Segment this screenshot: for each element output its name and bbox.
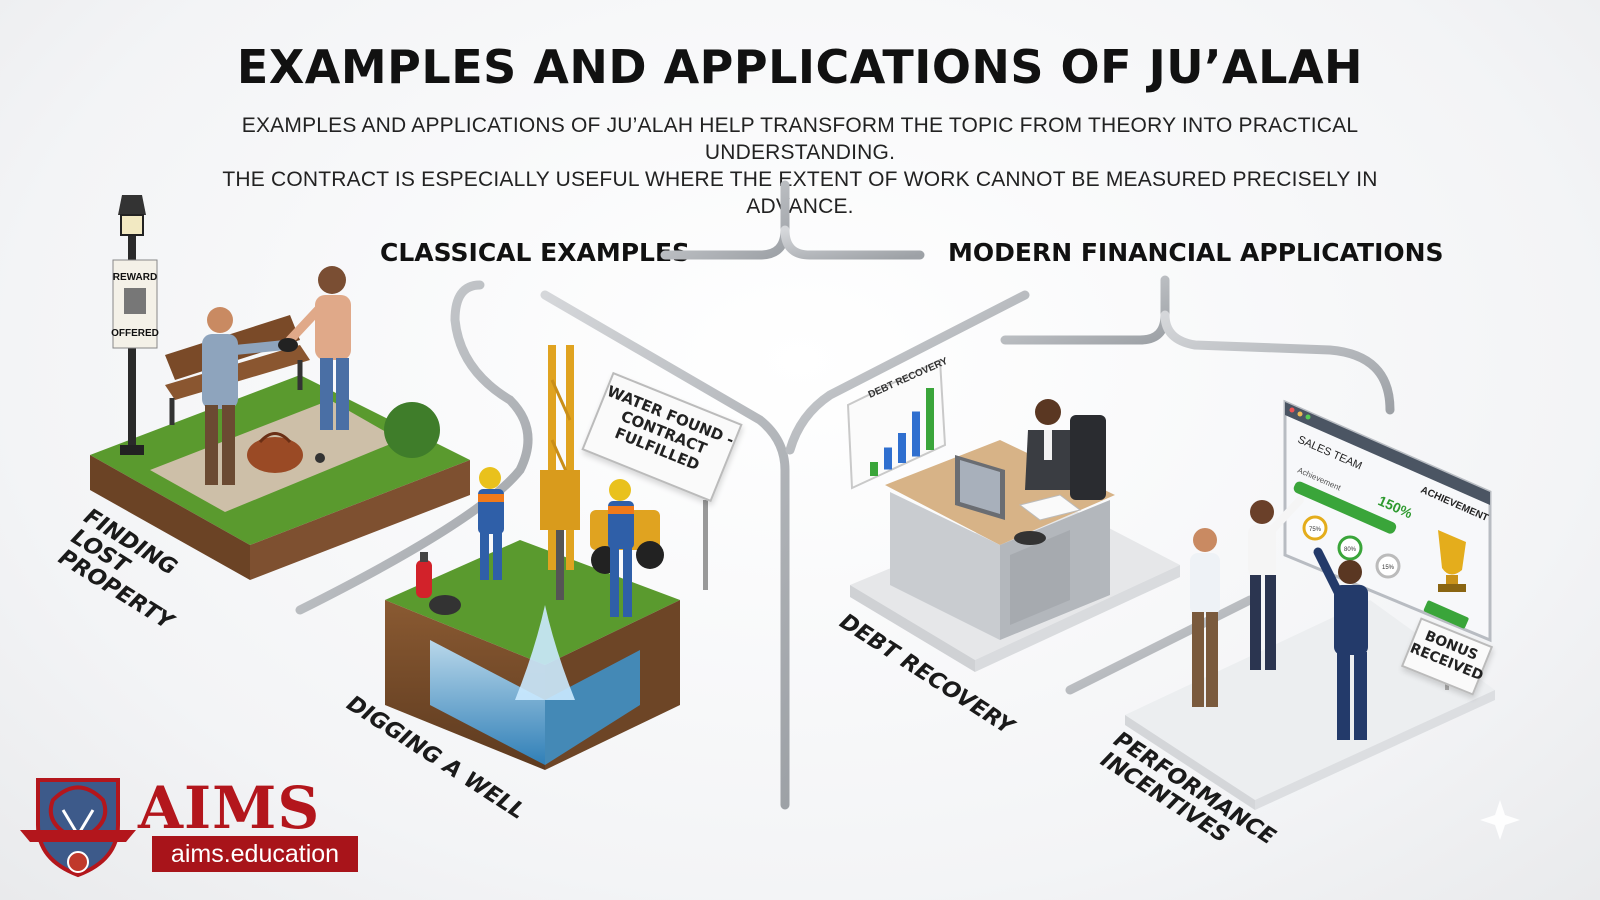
wallet-icon xyxy=(278,338,298,352)
poster-reward-text: REWARD xyxy=(113,272,157,283)
debt-bar-2 xyxy=(884,447,892,470)
poster-offered-text: OFFERED xyxy=(111,328,159,339)
person-owner-icon xyxy=(285,266,351,430)
lost-property-scene: REWARD OFFERED xyxy=(90,195,470,580)
computer-monitor-icon xyxy=(955,455,1005,520)
worker-left-icon xyxy=(478,467,504,580)
desk-phone-icon xyxy=(1014,531,1046,545)
businessman-icon xyxy=(1025,399,1106,500)
logo-url[interactable]: aims.education xyxy=(152,836,358,872)
office-chair-icon xyxy=(1070,415,1106,500)
debt-chart-bars xyxy=(870,388,934,476)
hose-reel-icon xyxy=(429,595,461,615)
employee-3-icon xyxy=(1313,547,1368,740)
debt-bar-5 xyxy=(926,388,934,450)
classical-examples-heading: CLASSICAL EXAMPLES xyxy=(380,238,691,267)
debt-bar-3 xyxy=(898,433,906,463)
gauge-1-value: 75% xyxy=(1309,527,1322,533)
debt-bar-4 xyxy=(912,411,920,457)
gauge-3: 15% xyxy=(1375,553,1401,579)
logo-wordmark: AIMS xyxy=(138,774,321,842)
paperwork-icon xyxy=(1018,494,1082,521)
aims-logo[interactable]: AIMS aims.education xyxy=(18,770,358,880)
worker-right-icon xyxy=(608,479,634,617)
gauge-3-value: 15% xyxy=(1382,565,1395,571)
subtitle-line-1: EXAMPLES AND APPLICATIONS OF JU’ALAH HEL… xyxy=(241,114,1359,164)
performance-scene: SALES TEAM Achievement 150% ACHIEVEMENT … xyxy=(1125,399,1495,810)
modern-applications-heading: MODERN FINANCIAL APPLICATIONS xyxy=(948,238,1444,267)
gauge-2: 80% xyxy=(1337,535,1363,561)
trophy-icon xyxy=(1438,530,1466,592)
sparkle-icon xyxy=(1480,800,1520,840)
debt-bar-1 xyxy=(870,462,878,476)
bush-icon xyxy=(384,402,440,458)
lost-bag-icon xyxy=(247,432,303,473)
person-finder-icon xyxy=(202,307,290,485)
fire-extinguisher-icon xyxy=(416,552,432,598)
subtitle-line-2: THE CONTRACT IS ESPECIALLY USEFUL WHERE … xyxy=(222,168,1378,218)
reward-poster: REWARD OFFERED xyxy=(111,259,159,349)
page-title: EXAMPLES AND APPLICATIONS OF JU’ALAH xyxy=(236,40,1364,94)
debt-recovery-scene: DEBT RECOVERY xyxy=(846,356,1180,672)
sign-post xyxy=(703,500,708,590)
connector-pipes xyxy=(295,180,1395,810)
status-badge xyxy=(1423,600,1469,629)
water-spout-icon xyxy=(515,605,575,700)
employee-2-icon xyxy=(1248,496,1304,670)
page-subtitle: EXAMPLES AND APPLICATIONS OF JU’ALAH HEL… xyxy=(200,112,1400,220)
aims-crest-icon xyxy=(20,778,136,878)
well-scene xyxy=(385,345,708,770)
gauge-2-value: 80% xyxy=(1344,547,1357,553)
sales-dashboard-screen: SALES TEAM Achievement 150% ACHIEVEMENT … xyxy=(1283,399,1492,643)
gauge-1: 75% xyxy=(1302,515,1328,541)
progress-fill xyxy=(1293,481,1397,534)
keys-icon xyxy=(315,453,325,463)
employee-1-icon xyxy=(1190,528,1220,707)
